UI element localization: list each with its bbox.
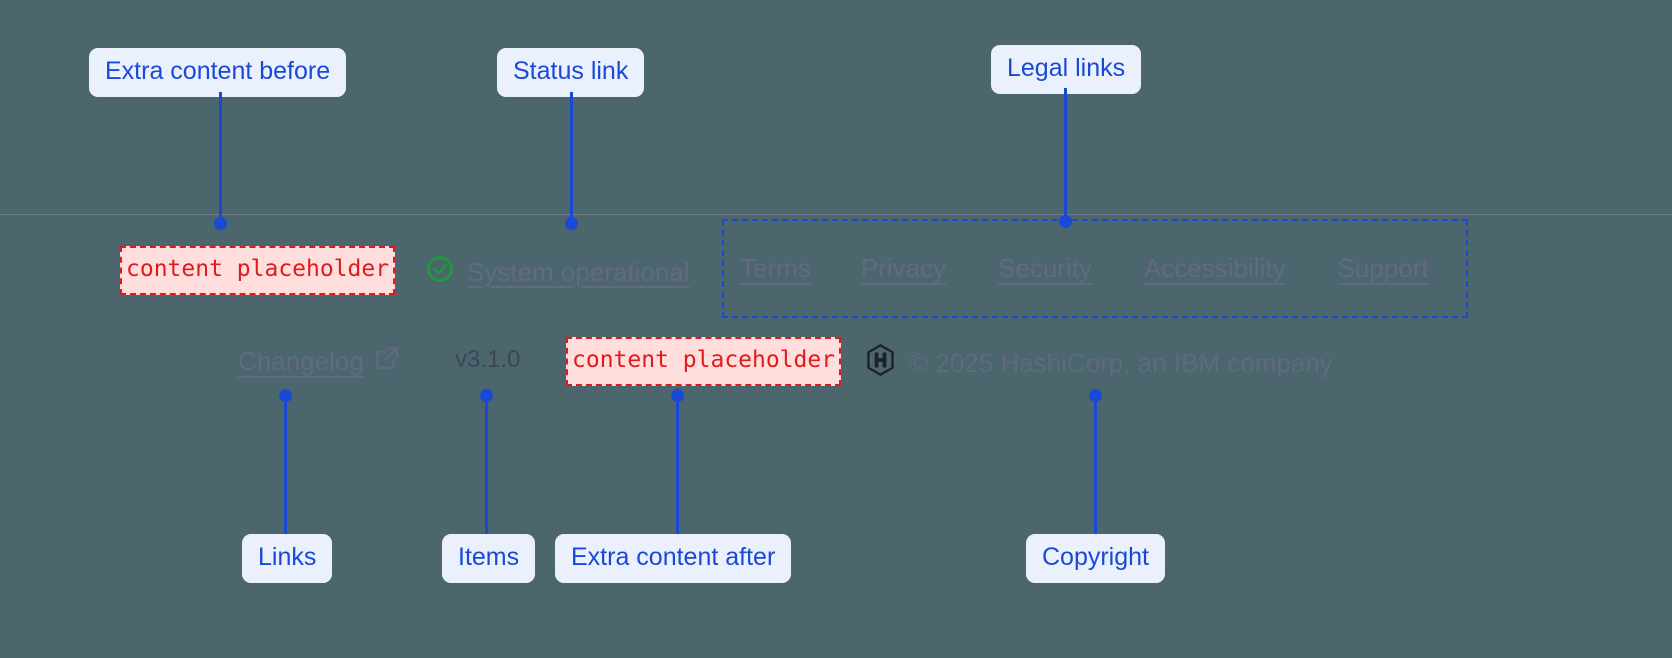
content-placeholder-before: content placeholder — [120, 246, 396, 295]
changelog-label: Changelog — [238, 345, 364, 376]
hashicorp-logo-icon — [866, 344, 895, 381]
leader-line-links — [284, 396, 287, 535]
leader-line-items — [485, 396, 488, 535]
status-link[interactable]: System operational — [425, 254, 690, 289]
legal-link-terms[interactable]: Terms — [740, 253, 811, 283]
annotation-items: Items — [442, 534, 536, 583]
annotation-links: Links — [242, 534, 333, 583]
external-link-icon — [374, 345, 400, 376]
legal-link-privacy[interactable]: Privacy — [860, 253, 947, 283]
leader-dot-copyright — [1089, 389, 1102, 402]
leader-dot-legal — [1059, 215, 1072, 228]
annotation-copyright: Copyright — [1026, 534, 1165, 583]
annotation-extra-content-after: Extra content after — [555, 534, 792, 583]
leader-dot-status — [565, 217, 578, 230]
leader-line-extra-after — [676, 396, 679, 535]
copyright-text: © 2025 HashiCorp, an IBM company — [909, 347, 1333, 378]
content-placeholder-after: content placeholder — [566, 337, 842, 386]
footer-top-divider — [0, 214, 1672, 215]
leader-dot-items — [480, 389, 493, 402]
check-circle-icon — [425, 254, 455, 289]
leader-dot-extra-after — [671, 389, 684, 402]
legal-link-accessibility[interactable]: Accessibility — [1143, 253, 1286, 283]
leader-dot-links — [279, 389, 292, 402]
version-label: v3.1.0 — [455, 346, 521, 373]
leader-line-status — [570, 92, 573, 225]
status-link-label: System operational — [467, 256, 690, 287]
annotation-legal-links: Legal links — [991, 45, 1142, 94]
legal-links-list: Terms Privacy Security Accessibility Sup… — [740, 255, 1429, 281]
legal-links-highlight — [722, 219, 1468, 318]
annotation-extra-content-before: Extra content before — [89, 48, 347, 97]
leader-dot-extra-before — [214, 217, 227, 230]
legal-link-security[interactable]: Security — [998, 253, 1092, 283]
changelog-link[interactable]: Changelog — [238, 345, 400, 376]
leader-line-copyright — [1094, 396, 1097, 535]
leader-line-extra-before — [219, 92, 222, 225]
legal-link-support[interactable]: Support — [1337, 253, 1429, 283]
copyright-group: © 2025 HashiCorp, an IBM company — [866, 344, 1333, 381]
annotation-status-link: Status link — [497, 48, 645, 97]
leader-line-legal — [1064, 88, 1067, 225]
